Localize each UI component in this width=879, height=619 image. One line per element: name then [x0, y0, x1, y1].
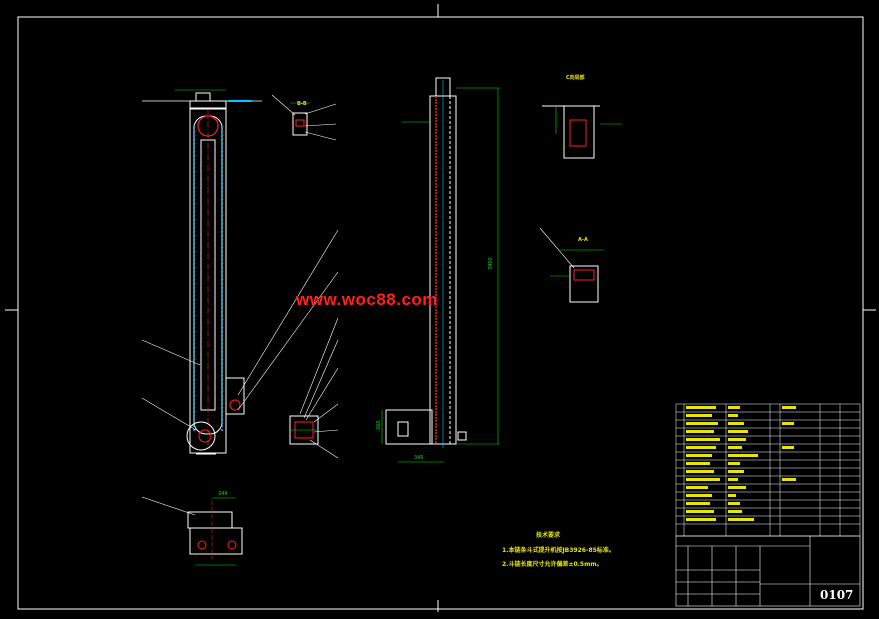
dim-width-bottom: 345 — [414, 455, 424, 461]
view-label-c: C向局部 — [566, 75, 585, 81]
view-label-b: B-B — [297, 101, 307, 107]
dim-plan-width: 344 — [218, 491, 228, 497]
notes-title: 技术要求 — [536, 532, 561, 539]
parts-list-text-marks — [686, 406, 796, 521]
view-label-a: A-A — [578, 237, 588, 243]
dim-side-height: 260 — [376, 420, 382, 430]
parts-list-rows — [676, 411, 860, 525]
section-bb — [539, 227, 604, 303]
center-marks — [5, 4, 876, 612]
drawing-number: 0107 — [820, 588, 854, 602]
plan-view — [187, 497, 243, 566]
detail-c-view — [542, 105, 622, 159]
dim-overall-height: 3900 — [488, 257, 494, 270]
watermark-text: www.woc88.com — [296, 290, 438, 309]
detail-top-bearing — [290, 102, 310, 136]
detail-bottom-bearing — [289, 415, 319, 445]
front-view — [142, 89, 262, 455]
note-item-1: 1.本链条斗式提升机按JB3926-85标准。 — [502, 547, 615, 554]
title-block — [675, 535, 861, 607]
outer-border — [17, 16, 864, 610]
side-view — [381, 77, 500, 463]
note-item-2: 2.斗链长度尺寸允许偏差±0.5mm。 — [502, 561, 603, 568]
leader-lines — [141, 94, 339, 516]
